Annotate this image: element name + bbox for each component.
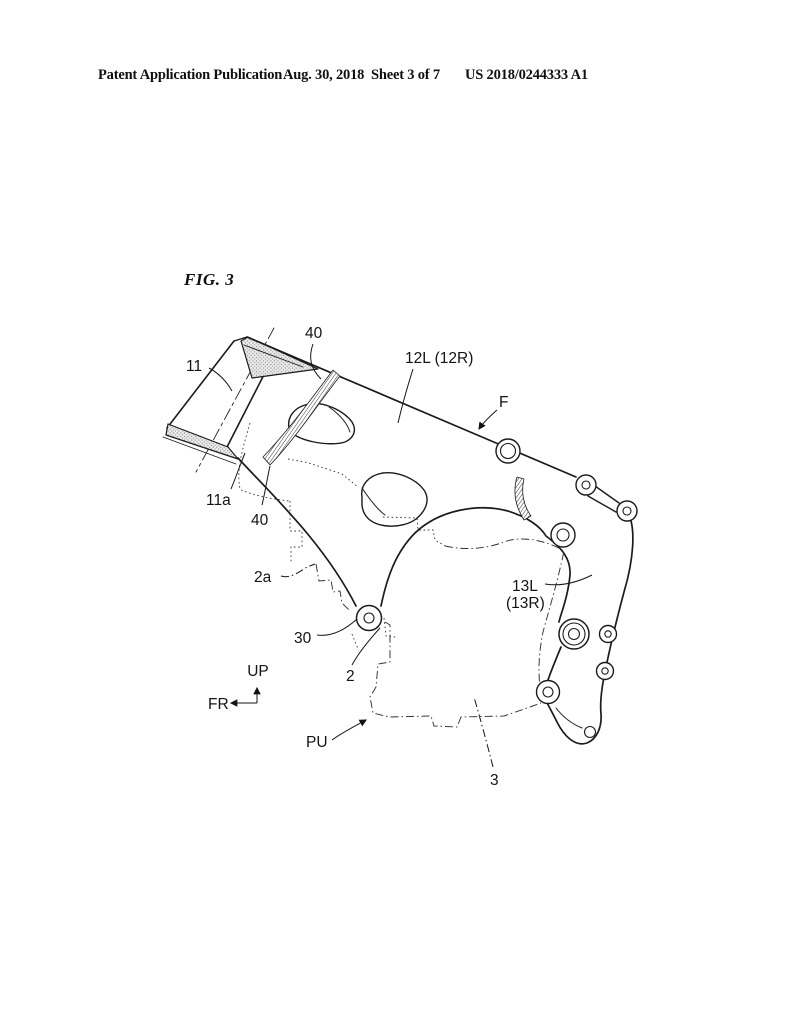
rear-arm-bottom <box>587 495 617 513</box>
upper-cutout-inner-line <box>328 406 351 433</box>
right-edge-boss-upper <box>598 624 618 644</box>
leader-2a <box>280 563 316 578</box>
down-tube-front-edge <box>237 457 357 607</box>
leader-PU-arrow <box>331 719 367 741</box>
lower-left-boss <box>535 679 561 705</box>
engine-hanger-boss-30 <box>355 604 383 632</box>
main-frame-outline <box>237 336 634 745</box>
beam-lower-edge <box>380 506 571 623</box>
label-40-top: 40 <box>305 325 323 342</box>
frame-cutouts <box>287 402 428 527</box>
power-unit-phantom-outline <box>315 538 565 728</box>
bottom-bracket-hole <box>583 725 597 739</box>
leader-3 <box>473 696 494 768</box>
swingarm-pivot-boss <box>558 618 590 650</box>
weld-bead-rear <box>514 476 532 521</box>
weld-bead-front <box>262 369 341 466</box>
leader-lines <box>208 343 593 768</box>
frame-bosses <box>355 438 638 739</box>
ring-mount <box>495 438 521 464</box>
label-3: 3 <box>490 772 499 789</box>
hidden-lines <box>238 422 446 650</box>
label-13L: 13L <box>512 578 538 595</box>
label-12: 12L (12R) <box>405 350 473 367</box>
label-40-bottom: 40 <box>251 512 269 529</box>
label-PU: PU <box>306 734 328 751</box>
lower-gusset-flange-line <box>162 436 237 465</box>
frame-right-edge <box>543 510 634 745</box>
right-edge-boss-lower <box>595 661 615 681</box>
leader-F-arrow <box>478 409 498 430</box>
lower-gusset <box>165 423 239 460</box>
label-13R: (13R) <box>506 595 545 612</box>
middle-cutout <box>361 472 428 527</box>
middle-cutout-inner-line <box>361 487 386 516</box>
leader-11a <box>230 452 246 490</box>
beam-top-edge <box>246 336 577 478</box>
header-sheet-text: Sheet 3 of 7 <box>371 67 440 83</box>
pivot-plate-left-edge <box>547 646 562 681</box>
figure-title: FIG. 3 <box>184 270 235 289</box>
header-date-text: Aug. 30, 2018 <box>283 67 365 83</box>
leader-11 <box>208 367 233 392</box>
label-UP: UP <box>247 663 269 680</box>
label-11: 11 <box>186 358 202 375</box>
label-F: F <box>499 394 508 411</box>
leader-40-bottom <box>261 465 271 506</box>
leader-12 <box>397 368 414 424</box>
head-pipe-gussets <box>162 336 319 465</box>
rear-arm-top <box>594 485 620 504</box>
bottom-bracket-inner-line <box>555 707 583 729</box>
upper-gusset <box>240 336 319 379</box>
upper-pivot-boss <box>550 522 576 548</box>
header-patent-number: US 2018/0244333 A1 <box>465 67 588 83</box>
leader-2 <box>351 627 381 666</box>
leader-13 <box>544 574 593 586</box>
weld-beads <box>262 369 532 521</box>
upper-gusset-flange-line <box>243 344 304 368</box>
reference-labels: 11 40 12L (12R) F 11a 40 2a 13L (13R) 30… <box>186 325 545 789</box>
leader-40-top <box>310 343 322 380</box>
upper-cutout <box>287 402 356 445</box>
label-FR: FR <box>208 696 229 713</box>
rear-boss <box>616 500 638 522</box>
header-publication-text: Patent Application Publication <box>98 67 283 83</box>
orientation-axes <box>229 686 261 707</box>
rear-tab-mount <box>575 474 597 496</box>
label-11a: 11a <box>206 492 231 509</box>
leader-30 <box>316 618 358 636</box>
label-30: 30 <box>294 630 312 647</box>
label-2a: 2a <box>254 569 272 586</box>
label-2: 2 <box>346 668 355 685</box>
